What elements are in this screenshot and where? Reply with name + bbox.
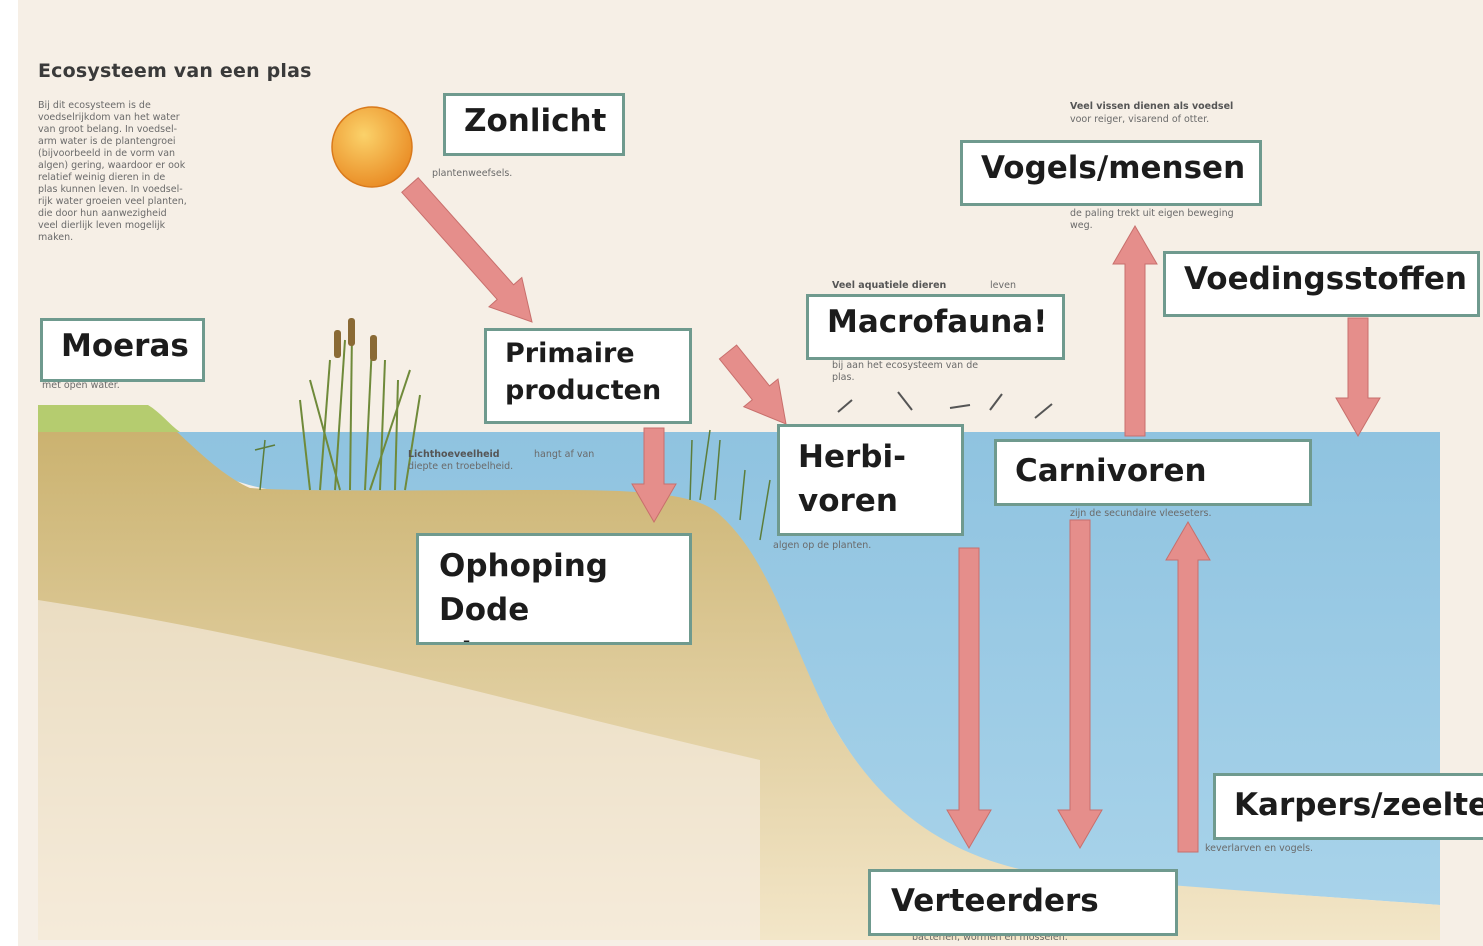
arrow-primaire-to-ophoping xyxy=(632,428,676,522)
light-text: hangt af van diepte en troebelheid. xyxy=(408,449,594,473)
label-primaire-producten: Primaire producten xyxy=(484,328,692,424)
algae-text: algen op de planten. xyxy=(773,540,871,552)
label-herbivoren: Herbi- voren xyxy=(777,424,964,536)
label-carnivoren: Carnivoren xyxy=(994,439,1312,506)
label-karpers-zeelte: Karpers/zeelte xyxy=(1213,773,1483,840)
label-vogels-mensen: Vogels/mensen xyxy=(960,140,1262,206)
fish-heading: Veel vissen dienen als voedsel xyxy=(1070,101,1233,113)
label-verteerders: Verteerders xyxy=(868,869,1178,936)
label-voedingsstoffen: Voedingsstoffen xyxy=(1163,251,1480,317)
arrow-carnivoren-to-vogels xyxy=(1113,226,1157,436)
label-zonlicht: Zonlicht xyxy=(443,93,625,156)
aquatic-heading-tail: leven xyxy=(990,280,1016,292)
arrow-voedingsstoffen-to-water xyxy=(1336,318,1380,436)
plant-text: plantenweefsels. xyxy=(432,168,512,180)
aquatic-heading: Veel aquatiele dieren xyxy=(832,280,946,292)
arrow-to-herbivoren xyxy=(719,345,786,424)
arrow-sun-to-plants xyxy=(402,178,532,322)
intro-text: Bij dit ecosysteem is de voedselrijkdom … xyxy=(38,100,258,244)
aquatic-text: bij aan het ecosysteem van de plas. xyxy=(832,360,978,384)
label-moeras: Moeras xyxy=(40,318,205,382)
arrow-karpers-to-carnivoren xyxy=(1166,522,1210,852)
fish-text: voor reiger, visarend of otter. xyxy=(1070,114,1209,126)
label-ophoping-dode-planten: Ophoping Dode planten xyxy=(416,533,692,645)
secondary-text: zijn de secundaire vleeseters. xyxy=(1070,508,1212,520)
arrow-carnivoren-to-verteerders xyxy=(1058,520,1102,848)
bottom-text: keverlarven en vogels. xyxy=(1205,843,1313,855)
arrow-herbivoren-to-verteerders xyxy=(947,548,991,848)
page-title: Ecosysteem van een plas xyxy=(38,60,312,82)
label-macrofauna: Macrofauna! xyxy=(806,294,1065,360)
fish-tail-text: de paling trekt uit eigen beweging weg. xyxy=(1070,208,1234,232)
